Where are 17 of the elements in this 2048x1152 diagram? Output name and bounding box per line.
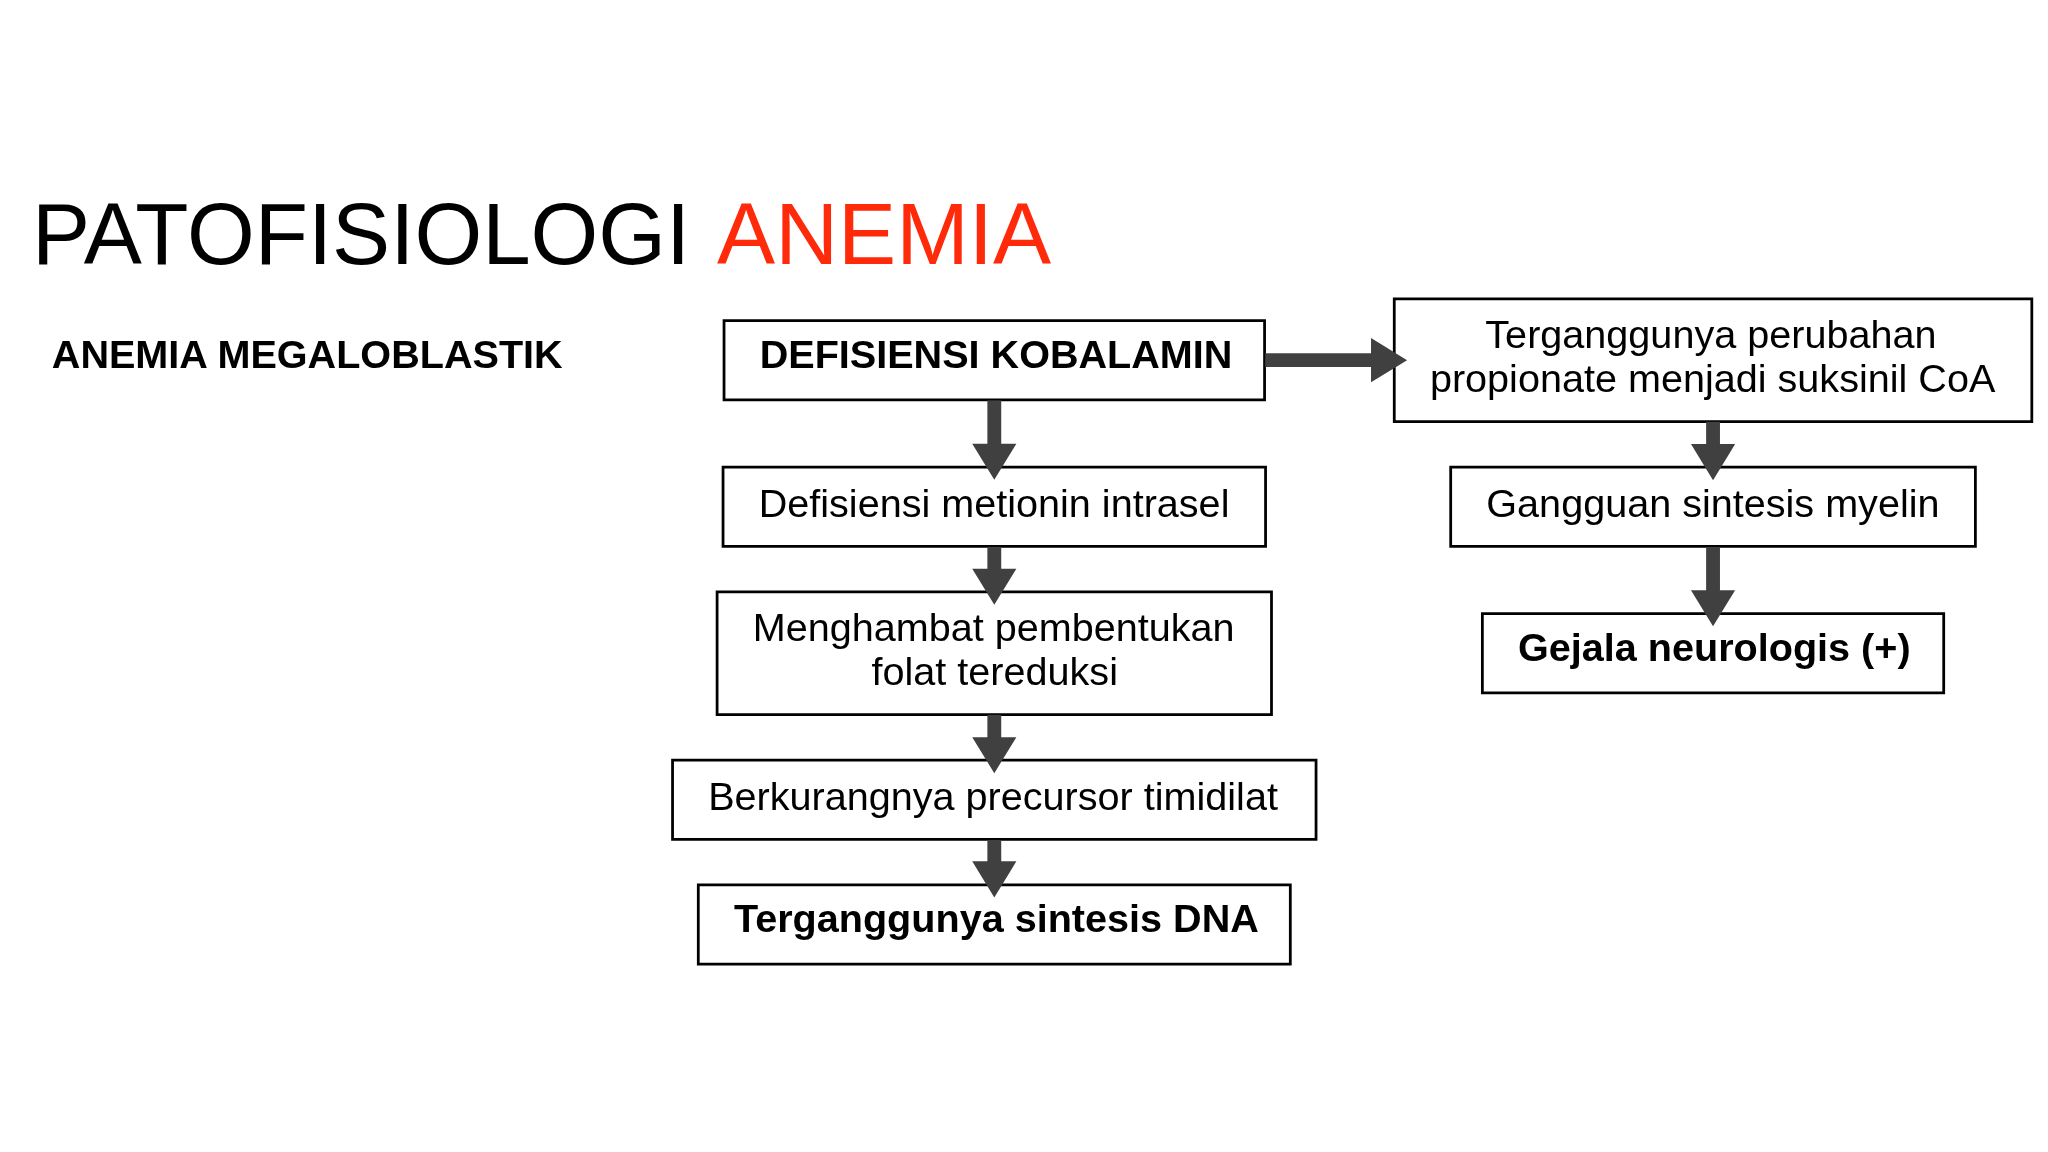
node-box: Gejala neurologis (+)	[1481, 612, 1946, 695]
arrow	[972, 714, 1017, 774]
arrow	[1690, 421, 1736, 481]
node-box: DEFISIENSI KOBALAMIN	[722, 319, 1266, 402]
node-box: Terganggunya perubahan propionate menjadi suksinil CoA	[1392, 297, 2034, 423]
node-box: Berkurangnya precursor timidilat	[671, 758, 1318, 841]
arrow	[972, 839, 1017, 898]
arrow	[972, 546, 1017, 605]
arrow	[972, 400, 1017, 480]
arrow	[1690, 546, 1736, 627]
node-box: Menghambat pembentukan folat tereduksi	[715, 590, 1273, 716]
label: ANEMIA MEGALOBLASTIK	[51, 332, 563, 377]
arrow	[1265, 338, 1408, 383]
node-box: Gangguan sintesis myelin	[1449, 465, 1977, 548]
diagram-title: PATOFISIOLOGI ANEMIA	[32, 184, 1052, 282]
node-box: Defisiensi metionin intrasel	[721, 465, 1267, 548]
node-box: Terganggunya sintesis DNA	[696, 883, 1292, 966]
